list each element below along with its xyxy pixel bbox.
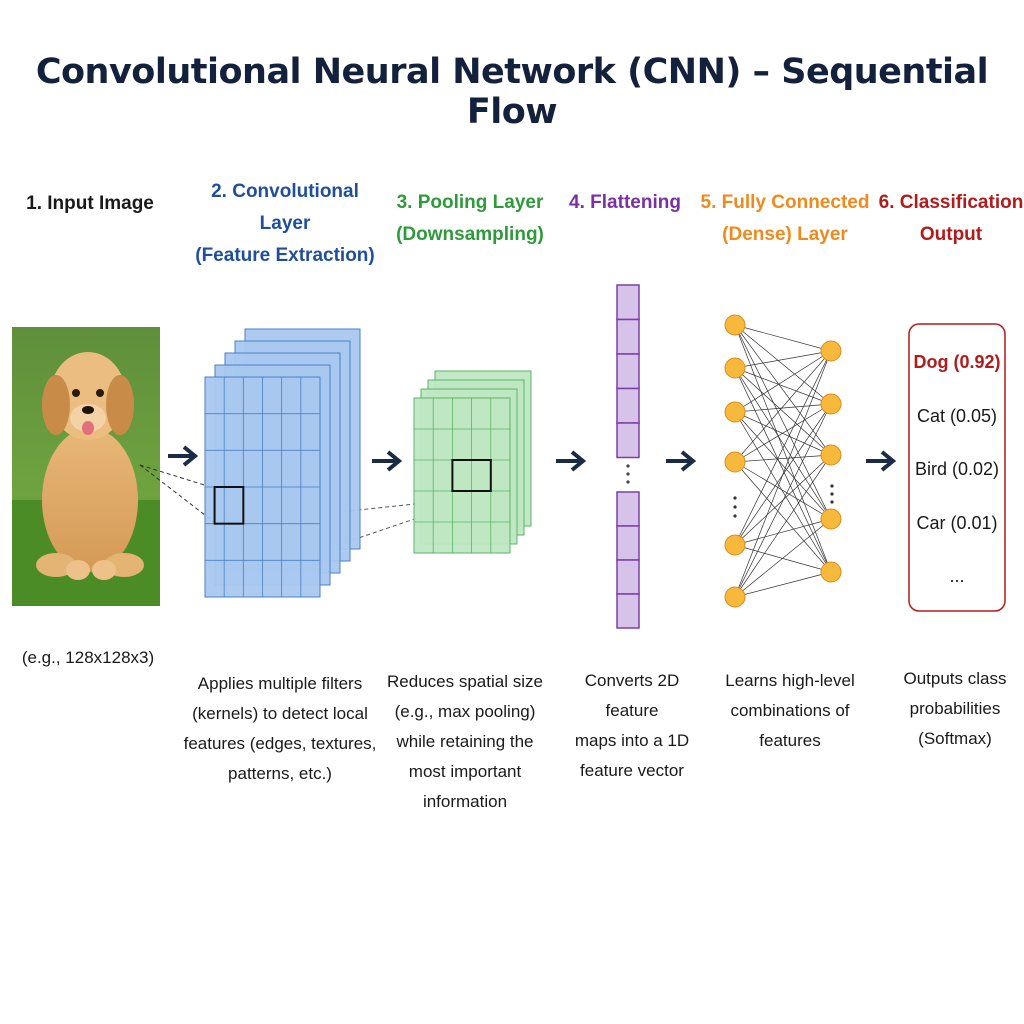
connection <box>734 367 832 456</box>
step-4-description: Converts 2D feature maps into a 1D featu… <box>574 671 690 780</box>
neuron <box>820 561 842 583</box>
connection <box>734 461 832 520</box>
right-arrow-icon <box>372 450 403 472</box>
kernel-window <box>451 459 492 492</box>
step-2-description: Applies multiple filters (kernels) to de… <box>183 674 377 783</box>
output-box <box>908 323 1006 612</box>
connection <box>734 367 832 405</box>
step-5-description: Learns high-level combinations of featur… <box>725 671 855 750</box>
connection <box>734 454 832 463</box>
step-2-title: 2. Convolutional Layer (Feature Extracti… <box>195 181 375 266</box>
vertical-ellipsis-icon <box>733 514 737 518</box>
vertical-ellipsis-icon <box>626 472 630 476</box>
connection <box>734 403 832 598</box>
feature-map <box>413 397 511 554</box>
class-car: Car (0.01) <box>916 513 998 533</box>
vector-cell <box>616 525 640 561</box>
vector-cell <box>616 593 640 629</box>
class-bird: Bird (0.02) <box>914 459 1000 479</box>
vertical-ellipsis-icon <box>830 500 834 504</box>
pooled-feature-maps <box>413 370 532 554</box>
vector-cell <box>616 559 640 595</box>
class-cat: Cat (0.05) <box>916 406 998 426</box>
right-arrow-icon <box>556 450 587 472</box>
neuron <box>820 393 842 415</box>
puppy-icon <box>36 352 144 580</box>
projection-line <box>139 464 215 523</box>
vertical-ellipsis-icon <box>626 480 630 484</box>
step-1-title: 1. Input Image <box>26 193 154 214</box>
arrow-head <box>182 445 199 467</box>
vector-cell <box>616 422 640 459</box>
vector-cell <box>616 353 640 390</box>
connection <box>734 454 832 598</box>
flow-arrows <box>168 445 897 472</box>
vector-cell <box>616 387 640 424</box>
right-arrow-icon <box>866 450 897 472</box>
vertical-ellipsis-icon <box>626 464 630 468</box>
vector-cell <box>616 491 640 527</box>
neuron <box>820 508 842 530</box>
connection <box>734 324 832 456</box>
diagram-title: Convolutional Neural Network (CNN) – Seq… <box>35 52 989 132</box>
right-arrow-icon <box>168 445 199 467</box>
vector-cell <box>616 318 640 355</box>
arrow-head <box>880 450 897 472</box>
projection-line <box>139 464 215 489</box>
connection <box>734 350 832 598</box>
connection <box>734 518 832 598</box>
connection <box>734 461 832 573</box>
connection <box>734 544 832 573</box>
vertical-ellipsis-icon <box>830 492 834 496</box>
connection <box>734 411 832 520</box>
neuron <box>820 444 842 466</box>
arrow-head <box>570 450 587 472</box>
vertical-ellipsis-icon <box>733 496 737 500</box>
arrow-head <box>386 450 403 472</box>
input-size-note: (e.g., 128x128x3) <box>21 648 155 667</box>
connection <box>734 518 832 546</box>
neuron <box>724 314 746 336</box>
neuron <box>724 586 746 608</box>
vertical-ellipsis-icon <box>830 484 834 488</box>
connection <box>734 350 832 463</box>
step-3-description: Reduces spatial size (e.g., max pooling)… <box>387 672 543 811</box>
kernel-window <box>213 486 245 525</box>
dense-layer <box>724 314 842 608</box>
connection <box>734 350 832 413</box>
step-6-title: 6. Classification Output <box>878 192 1024 245</box>
step-3-title: 3. Pooling Layer (Downsampling) <box>396 192 544 245</box>
connection <box>734 367 832 520</box>
right-arrow-icon <box>666 450 697 472</box>
neuron <box>820 340 842 362</box>
neuron <box>724 451 746 473</box>
step-5-title: 5. Fully Connected (Dense) Layer <box>700 192 870 245</box>
connection <box>734 350 832 546</box>
connection <box>734 324 832 405</box>
connection <box>734 411 832 456</box>
input-image <box>12 327 160 606</box>
neuron <box>724 534 746 556</box>
conv-feature-maps <box>204 328 361 598</box>
connection <box>734 403 832 463</box>
connection <box>734 571 832 598</box>
arrow-head <box>680 450 697 472</box>
connection <box>734 324 832 352</box>
neuron <box>724 357 746 379</box>
class-dog: Dog (0.92) <box>913 352 1001 372</box>
flattened-vector <box>616 284 640 629</box>
connection <box>734 411 832 573</box>
connection <box>734 350 832 369</box>
vector-cell <box>616 284 640 321</box>
connection <box>734 403 832 413</box>
vertical-ellipsis-icon <box>733 505 737 509</box>
connection <box>734 324 832 520</box>
neuron <box>724 401 746 423</box>
step-4-title: 4. Flattening <box>569 192 681 213</box>
class-more: ... <box>949 566 965 586</box>
step-6-description: Outputs class probabilities (Softmax) <box>903 669 1007 748</box>
